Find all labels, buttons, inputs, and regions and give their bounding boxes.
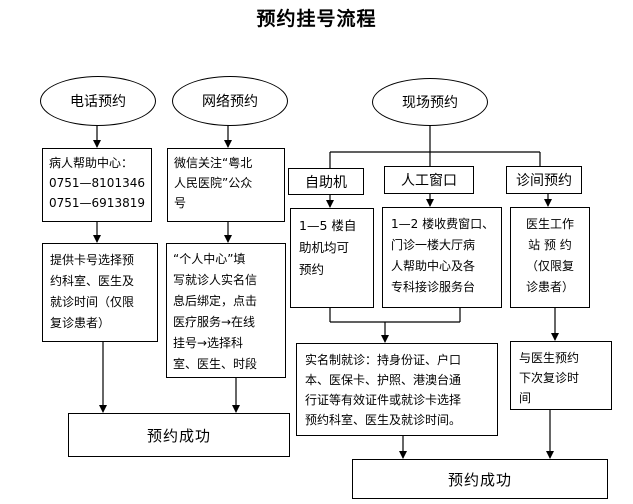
phone-box-line: 病人帮助中心： xyxy=(49,156,134,170)
clinic-box-line: 站 预 约 xyxy=(528,238,572,252)
manual-window-box: 1—2 楼收费窗口、 门诊一楼大厅病 人帮助中心及各 专科接诊服务台 xyxy=(382,207,502,308)
manual-window-label: 人工窗口 xyxy=(384,166,474,194)
self-box-line: 预约 xyxy=(299,262,325,277)
online-step-line: 室、医生、时段 xyxy=(173,357,258,371)
onsite-step-line: 预约科室、医生及就诊时间。 xyxy=(305,413,462,427)
clinic-box-line: （仅限复 xyxy=(525,259,574,273)
clinic-booking-label: 诊间预约 xyxy=(506,166,582,194)
phone-step-box: 提供卡号选择预 约科室、医生及 就诊时间（仅限 复诊患者） xyxy=(42,243,158,342)
phone-booking-node: 电话预约 xyxy=(40,76,156,126)
manual-box-line: 1—2 楼收费窗口、 xyxy=(391,217,495,231)
booking-success-right: 预约成功 xyxy=(352,459,608,499)
online-box-line: 人民医院”公众 xyxy=(174,176,253,190)
page-title: 预约挂号流程 xyxy=(256,8,377,30)
online-step-line: 挂号→选择科 xyxy=(173,336,244,350)
onsite-booking-node: 现场预约 xyxy=(372,78,488,126)
manual-box-line: 人帮助中心及各 xyxy=(391,259,476,273)
clinic-box-line: 医生工作 xyxy=(525,217,574,231)
clinic-booking-box: 医生工作 站 预 约 （仅限复 诊患者） xyxy=(510,207,590,308)
clinic-step-line: 间 xyxy=(519,391,532,405)
manual-box-line: 门诊一楼大厅病 xyxy=(391,238,476,252)
onsite-step-line: 行证等有效证件或就诊卡选择 xyxy=(305,393,462,407)
phone-step-line: 约科室、医生及 xyxy=(50,274,135,288)
phone-box-line: 0751—6913819 xyxy=(49,196,145,210)
online-booking-node: 网络预约 xyxy=(172,76,288,126)
self-service-box: 1—5 楼自 助机均可 预约 xyxy=(290,208,374,308)
booking-success-left: 预约成功 xyxy=(68,413,290,457)
onsite-step-line: 实名制就诊：持身份证、户口 xyxy=(305,353,462,367)
phone-step-line: 就诊时间（仅限 xyxy=(50,295,135,309)
online-step-line: “个人中心”填 xyxy=(173,252,246,266)
online-step-line: 写就诊人实名信 xyxy=(173,273,258,287)
online-wechat-box: 微信关注“粤北 人民医院”公众 号 xyxy=(167,148,285,222)
clinic-step-line: 与医生预约 xyxy=(519,351,580,365)
online-box-line: 号 xyxy=(174,196,187,210)
online-step-line: 息后绑定，点击 xyxy=(173,294,258,308)
clinic-step-line: 下次复诊时 xyxy=(519,371,580,385)
self-box-line: 助机均可 xyxy=(299,240,350,255)
phone-step-line: 提供卡号选择预 xyxy=(50,253,135,267)
clinic-box-line: 诊患者） xyxy=(525,280,574,294)
manual-box-line: 专科接诊服务台 xyxy=(391,280,476,294)
online-step-box: “个人中心”填 写就诊人实名信 息后绑定，点击 医疗服务→在线 挂号→选择科 室… xyxy=(166,243,286,378)
real-name-registration-box: 实名制就诊：持身份证、户口 本、医保卡、护照、港澳台通 行证等有效证件或就诊卡选… xyxy=(296,343,498,436)
online-step-line: 医疗服务→在线 xyxy=(173,315,256,329)
phone-box-line: 0751—8101346 xyxy=(49,176,145,190)
clinic-step-box: 与医生预约 下次复诊时 间 xyxy=(510,341,612,410)
onsite-step-line: 本、医保卡、护照、港澳台通 xyxy=(305,373,462,387)
online-box-line: 微信关注“粤北 xyxy=(174,156,253,170)
self-box-line: 1—5 楼自 xyxy=(299,218,357,233)
phone-help-center-box: 病人帮助中心： 0751—8101346 0751—6913819 xyxy=(42,148,152,222)
phone-step-line: 复诊患者） xyxy=(50,316,111,330)
self-service-label: 自助机 xyxy=(288,168,364,195)
